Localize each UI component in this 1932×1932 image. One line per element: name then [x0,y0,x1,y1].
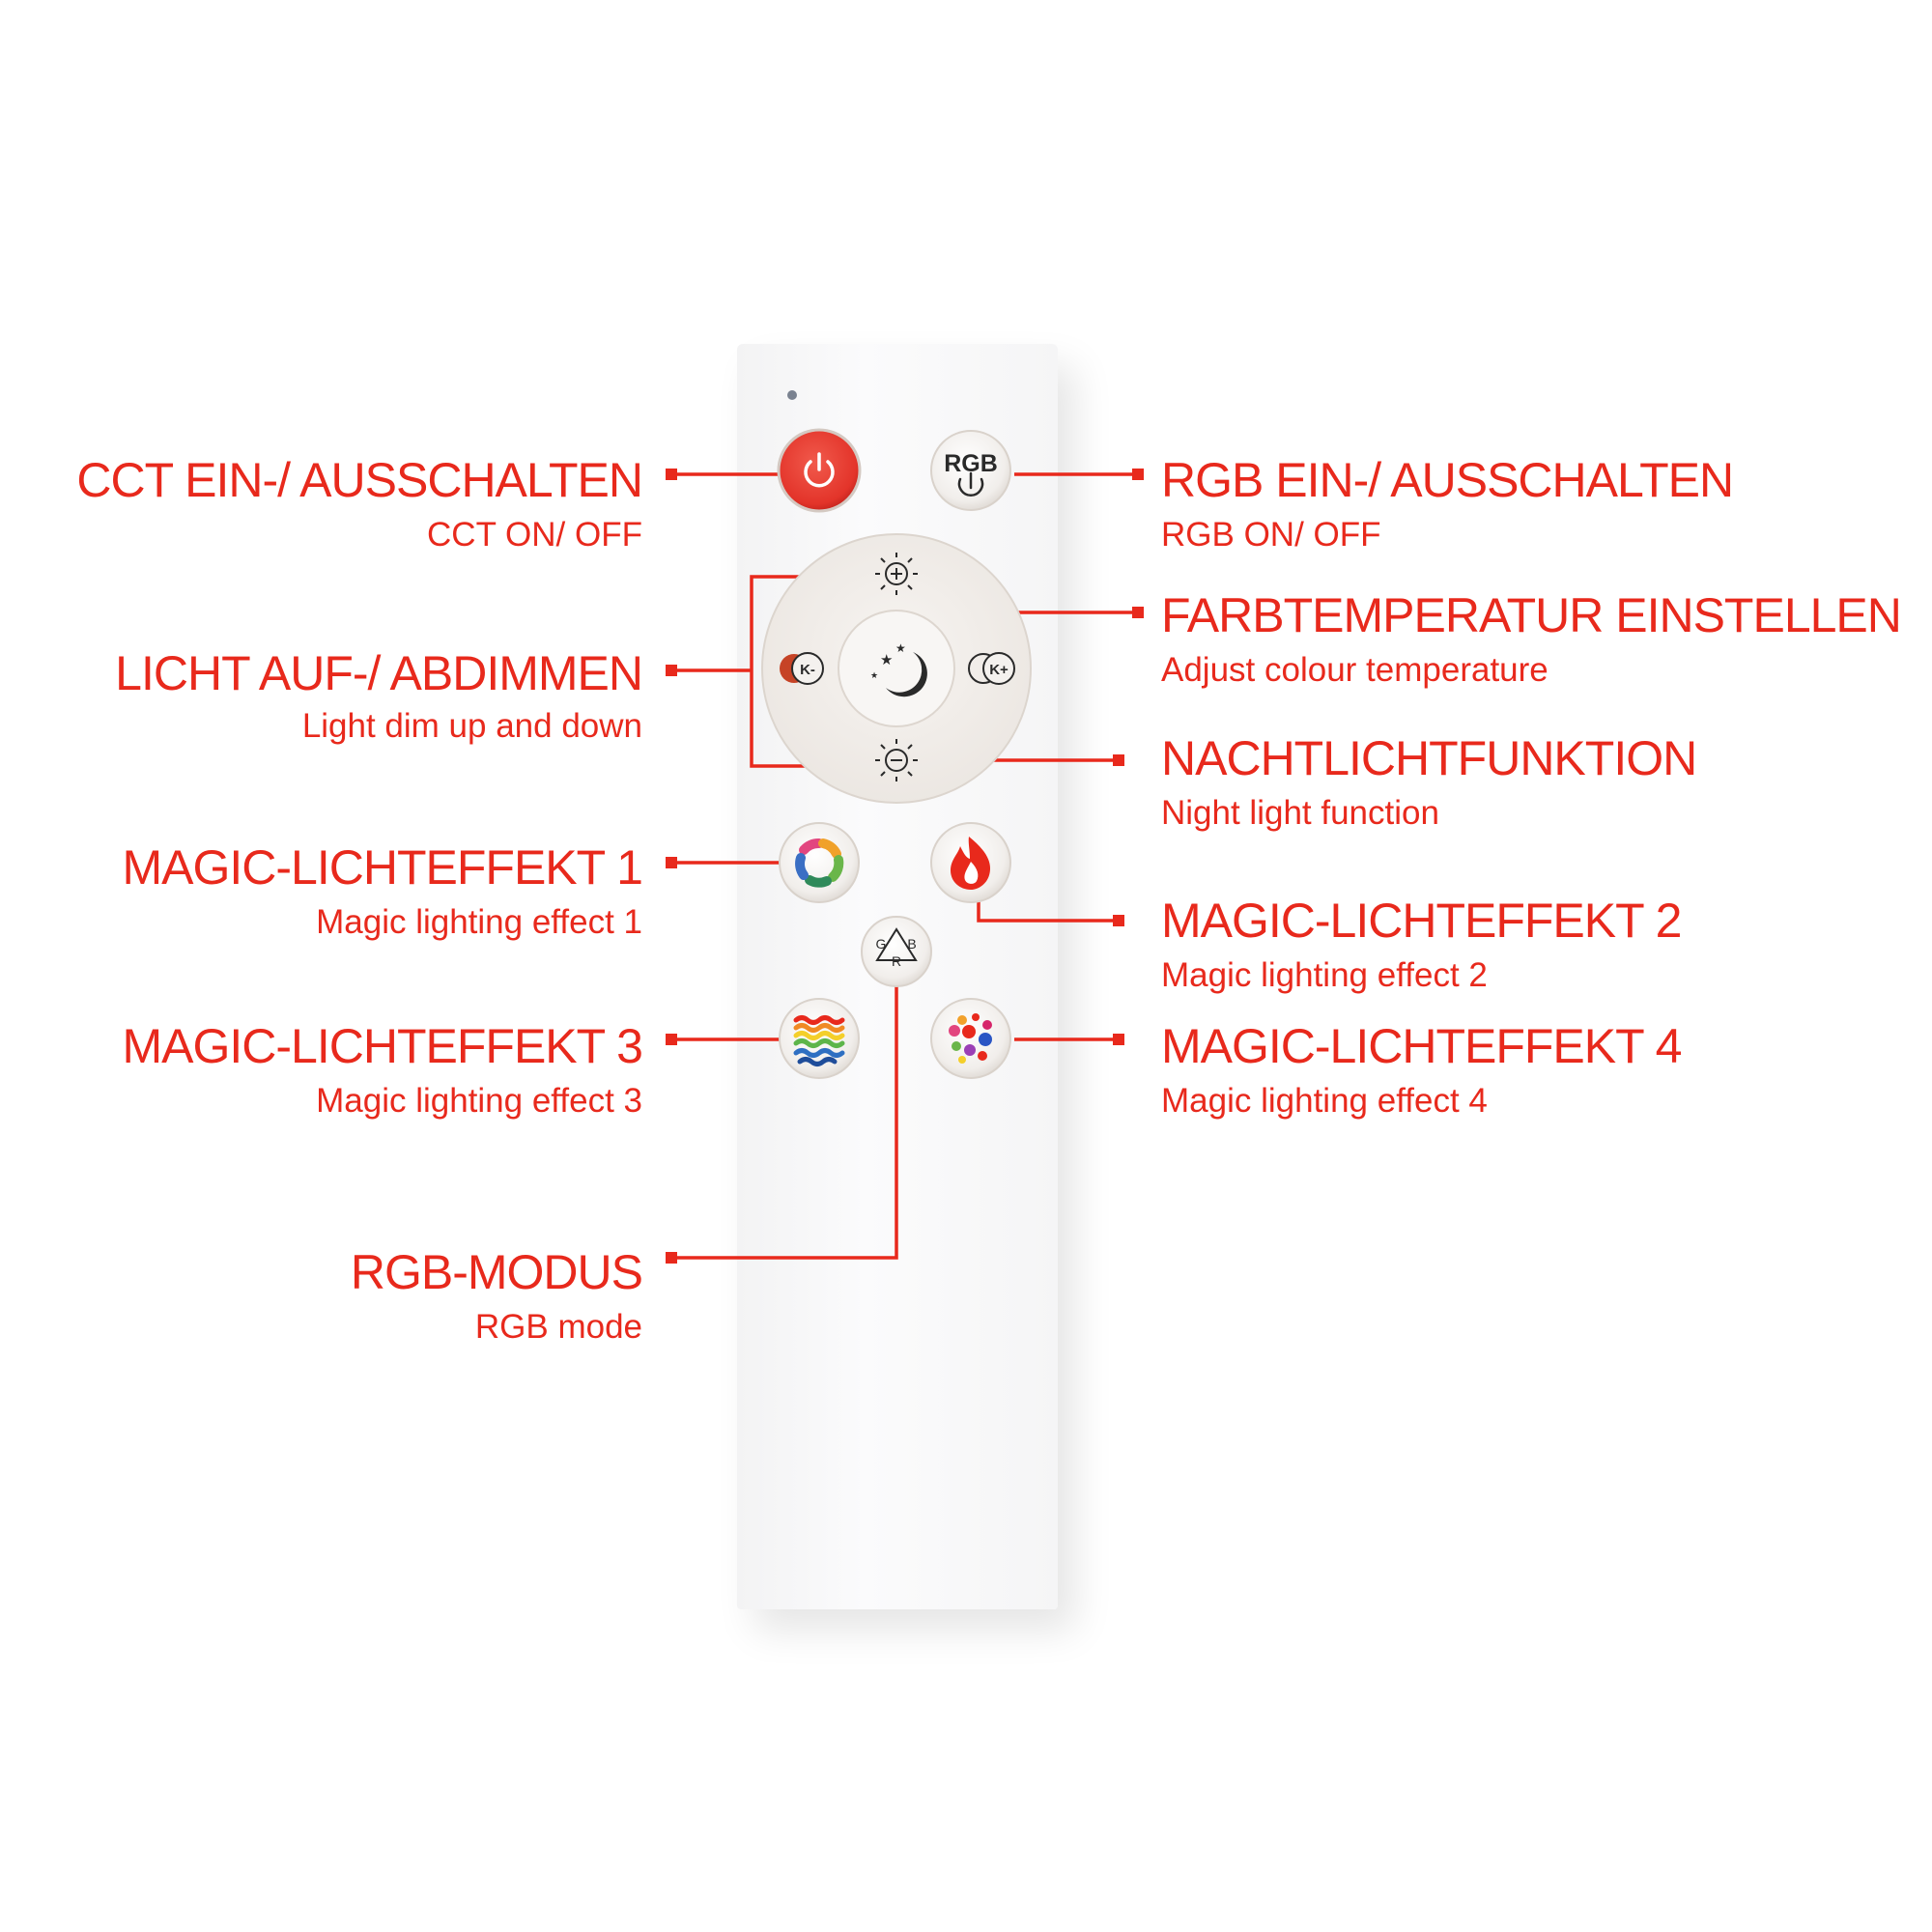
label-dim-en: Light dim up and down [301,707,642,745]
moon-stars-icon: ★ ★ ★ [870,641,927,697]
endpoint-farbtemp [1132,607,1144,618]
endpoint-cct [666,469,677,480]
endpoint-rgb-onoff [1132,469,1144,480]
label-dim-de: LICHT AUF-/ ABDIMMEN [115,646,643,700]
brightness-up-button[interactable] [867,545,925,603]
label-cct-onoff-de: CCT EIN-/ AUSSCHALTEN [76,453,643,507]
endpoint-dim [666,665,677,676]
led-indicator [787,390,797,400]
color-temp-down-button[interactable]: K- [780,652,824,685]
flame-icon [951,837,991,890]
label-magic1-en: Magic lighting effect 1 [316,903,642,941]
label-magic2-de: MAGIC-LICHTEFFEKT 2 [1161,894,1682,948]
label-rgbmode-de: RGB-MODUS [350,1245,643,1299]
label-cct-onoff-en: CCT ON/ OFF [427,516,642,554]
magic-effect-3-button[interactable] [779,998,860,1079]
rgb-power-icon [957,471,984,497]
endpoint-magic1 [666,857,677,868]
color-temp-up-button[interactable]: K+ [968,652,1015,685]
cct-power-button[interactable] [777,428,862,513]
leader-magic2 [977,894,1119,923]
label-magic2-en: Magic lighting effect 2 [1161,956,1488,994]
label-night-en: Night light function [1161,794,1439,832]
label-magic4-en: Magic lighting effect 4 [1161,1082,1488,1120]
rgb-mode-b: B [907,936,916,952]
label-farbtemp-en: Adjust colour temperature [1161,651,1548,689]
label-magic1-de: MAGIC-LICHTEFFEKT 1 [122,840,643,895]
label-rgb-onoff-en: RGB ON/ OFF [1161,516,1381,554]
label-farbtemp-de: FARBTEMPERATUR EINSTELLEN [1161,588,1902,642]
leader-rgbmode [671,986,898,1260]
endpoint-rgbmode [666,1252,677,1264]
endpoint-night [1113,754,1124,766]
k-minus-label: K- [800,662,815,678]
endpoint-magic4 [1113,1034,1124,1045]
sun-minus-icon [875,739,918,781]
rgb-power-button[interactable]: RGB [930,430,1011,511]
color-temp-down-icon: K- [780,652,824,685]
label-night-de: NACHTLICHTFUNKTION [1161,731,1697,785]
rgb-mode-g: G [876,936,887,952]
rgb-cycle-icon: G B R [875,927,918,969]
night-light-button[interactable]: ★ ★ ★ [870,641,927,697]
k-plus-label: K+ [989,662,1009,678]
sun-plus-icon [875,553,918,595]
dimming-pad [761,533,1032,804]
magic-effect-2-button[interactable] [930,822,1011,903]
rainbow-waves-icon [793,1015,845,1066]
endpoint-magic2 [1113,915,1124,926]
magic-effect-4-button[interactable] [930,998,1011,1079]
color-dots-icon [949,1013,992,1064]
label-magic3-en: Magic lighting effect 3 [316,1082,642,1120]
color-ring-icon [795,838,844,888]
label-magic3-de: MAGIC-LICHTEFFEKT 3 [122,1019,643,1073]
endpoint-magic3 [666,1034,677,1045]
rgb-mode-button[interactable]: G B R [861,916,932,987]
leader-endpoints [666,469,1144,1264]
rgb-mode-r: R [892,953,901,969]
svg-text:★: ★ [895,641,906,655]
label-rgb-onoff-de: RGB EIN-/ AUSSCHALTEN [1161,453,1734,507]
label-rgbmode-en: RGB mode [474,1308,642,1346]
brightness-down-button[interactable] [867,731,925,789]
label-magic4-de: MAGIC-LICHTEFFEKT 4 [1161,1019,1682,1073]
svg-text:★: ★ [880,651,893,668]
magic-effect-1-button[interactable] [779,822,860,903]
svg-text:★: ★ [870,671,878,681]
color-temp-up-icon: K+ [968,652,1015,685]
power-icon [804,452,835,488]
